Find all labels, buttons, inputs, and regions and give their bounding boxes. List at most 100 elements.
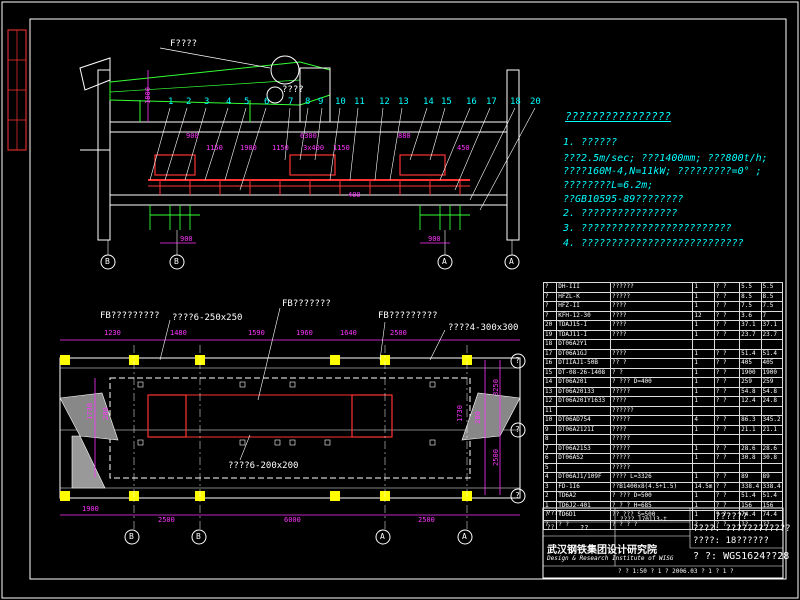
- table-cell: [692, 339, 715, 350]
- table-cell: 30.8: [760, 453, 784, 464]
- table-cell: ? ?: [713, 358, 741, 369]
- table-cell: 13: [542, 386, 558, 397]
- table-cell: ?? ?: [610, 358, 694, 369]
- beam-label: ????4-300x300: [448, 323, 519, 333]
- axis-label: ?: [515, 491, 520, 500]
- table-cell: HFZL-K: [556, 291, 612, 302]
- table-cell: 86.3: [739, 415, 762, 426]
- table-cell: 1900: [739, 367, 762, 378]
- part-number: 13: [398, 97, 409, 107]
- tb-small: ????: [547, 510, 562, 517]
- table-cell: 11: [542, 405, 558, 416]
- plan-view: [59, 307, 526, 545]
- table-cell: ? ?: [610, 367, 694, 378]
- plan-dim: 1640: [340, 329, 357, 337]
- institute-name: 武汉钢铁集团设计研究院: [547, 545, 657, 556]
- plan-dim: 1730: [85, 403, 94, 420]
- note-line: ????160M-4,N=11kW; ?????????=0° ;: [563, 166, 762, 177]
- table-cell: 8: [542, 434, 558, 445]
- table-cell: 1: [692, 424, 715, 435]
- table-cell: 23.7: [760, 329, 784, 340]
- dim-900: 900: [186, 132, 199, 140]
- table-cell: [610, 339, 694, 350]
- dim-1150: 1150: [333, 144, 350, 152]
- table-cell: 28.6: [760, 443, 784, 454]
- inner-frame: [29, 18, 787, 580]
- note-line: ???2.5m/sec; ???1400mm; ???800t/h;: [563, 153, 768, 164]
- note-line: 4. ???????????????????????????: [563, 238, 744, 249]
- table-cell: ? ?: [713, 386, 741, 397]
- project-line: ????: 18??????: [693, 536, 769, 546]
- table-cell: 5.5: [739, 282, 762, 293]
- table-cell: 156: [739, 500, 762, 511]
- plan-dim: 200: [101, 407, 110, 420]
- table-header-cell: ??: [760, 519, 784, 530]
- table-cell: ?????: [610, 415, 694, 426]
- table-cell: 345.2: [760, 415, 784, 426]
- table-cell: DT06A2Y1: [556, 339, 612, 350]
- table-cell: TD6A2: [556, 491, 612, 502]
- dim-3x400: 3x400: [303, 144, 325, 152]
- table-cell: ? ??? D=400: [610, 377, 694, 388]
- table-cell: ?: [542, 301, 558, 312]
- table-cell: 6: [542, 453, 558, 464]
- table-cell: ?: [542, 291, 558, 302]
- table-cell: ??B1400x8(4.5+1.5): [610, 481, 694, 492]
- table-cell: 1: [692, 282, 715, 293]
- table-cell: ? ?: [713, 320, 741, 331]
- table-header-cell: ?: [692, 519, 715, 530]
- table-cell: ?????: [610, 434, 694, 445]
- table-cell: 7: [760, 310, 784, 321]
- axis-label: B: [105, 257, 110, 266]
- table-cell: 156: [760, 500, 784, 511]
- table-cell: ????: [610, 424, 694, 435]
- table-cell: DT06A1GJ: [556, 348, 612, 359]
- tb-sign2: ??: [580, 524, 589, 532]
- table-cell: DT06AJ1/109F: [556, 472, 612, 483]
- table-cell: 7.5: [739, 301, 762, 312]
- table-cell: [713, 339, 741, 350]
- table-cell: 16: [542, 358, 558, 369]
- table-cell: 1: [692, 396, 715, 407]
- table-header: ?? ?? ? ? ??? ?????: [542, 519, 784, 530]
- tb-sign: ??: [547, 524, 555, 531]
- table-cell: [760, 339, 784, 350]
- table-cell: [739, 339, 762, 350]
- table-cell: 21.1: [739, 424, 762, 435]
- table-cell: 37.1: [739, 320, 762, 331]
- table-cell: [760, 434, 784, 445]
- table-cell: 30.8: [739, 453, 762, 464]
- table-cell: [713, 434, 741, 445]
- table-cell: 2: [542, 491, 558, 502]
- table-cell: KFH-12-30: [556, 310, 612, 321]
- table-cell: ????: [610, 329, 694, 340]
- table-cell: ? ?: [713, 481, 741, 492]
- axis-label: ?: [515, 356, 520, 365]
- table-cell: 23.7: [739, 329, 762, 340]
- table-cell: 4: [692, 415, 715, 426]
- table-header-cell: ?: [542, 519, 558, 530]
- table-cell: 12: [542, 396, 558, 407]
- table-cell: 21.1: [760, 424, 784, 435]
- table-cell: TDAJ15-I: [556, 320, 612, 331]
- part-number: 15: [441, 97, 452, 107]
- table-cell: ? ?: [713, 282, 741, 293]
- table-cell: 54.8: [760, 386, 784, 397]
- axis-label: A: [380, 532, 385, 541]
- table-cell: 3: [542, 481, 558, 492]
- table-cell: 1: [692, 386, 715, 397]
- axis-label: A: [462, 532, 467, 541]
- plan-dim: 1230: [104, 329, 121, 337]
- part-number: 4: [226, 97, 232, 107]
- table-cell: [760, 405, 784, 416]
- institute-english: Design & Research Institute of WISG: [547, 555, 674, 562]
- table-cell: DT06A2153: [556, 443, 612, 454]
- table-cell: TD6D1: [556, 510, 612, 521]
- table-cell: ? ?: [713, 500, 741, 511]
